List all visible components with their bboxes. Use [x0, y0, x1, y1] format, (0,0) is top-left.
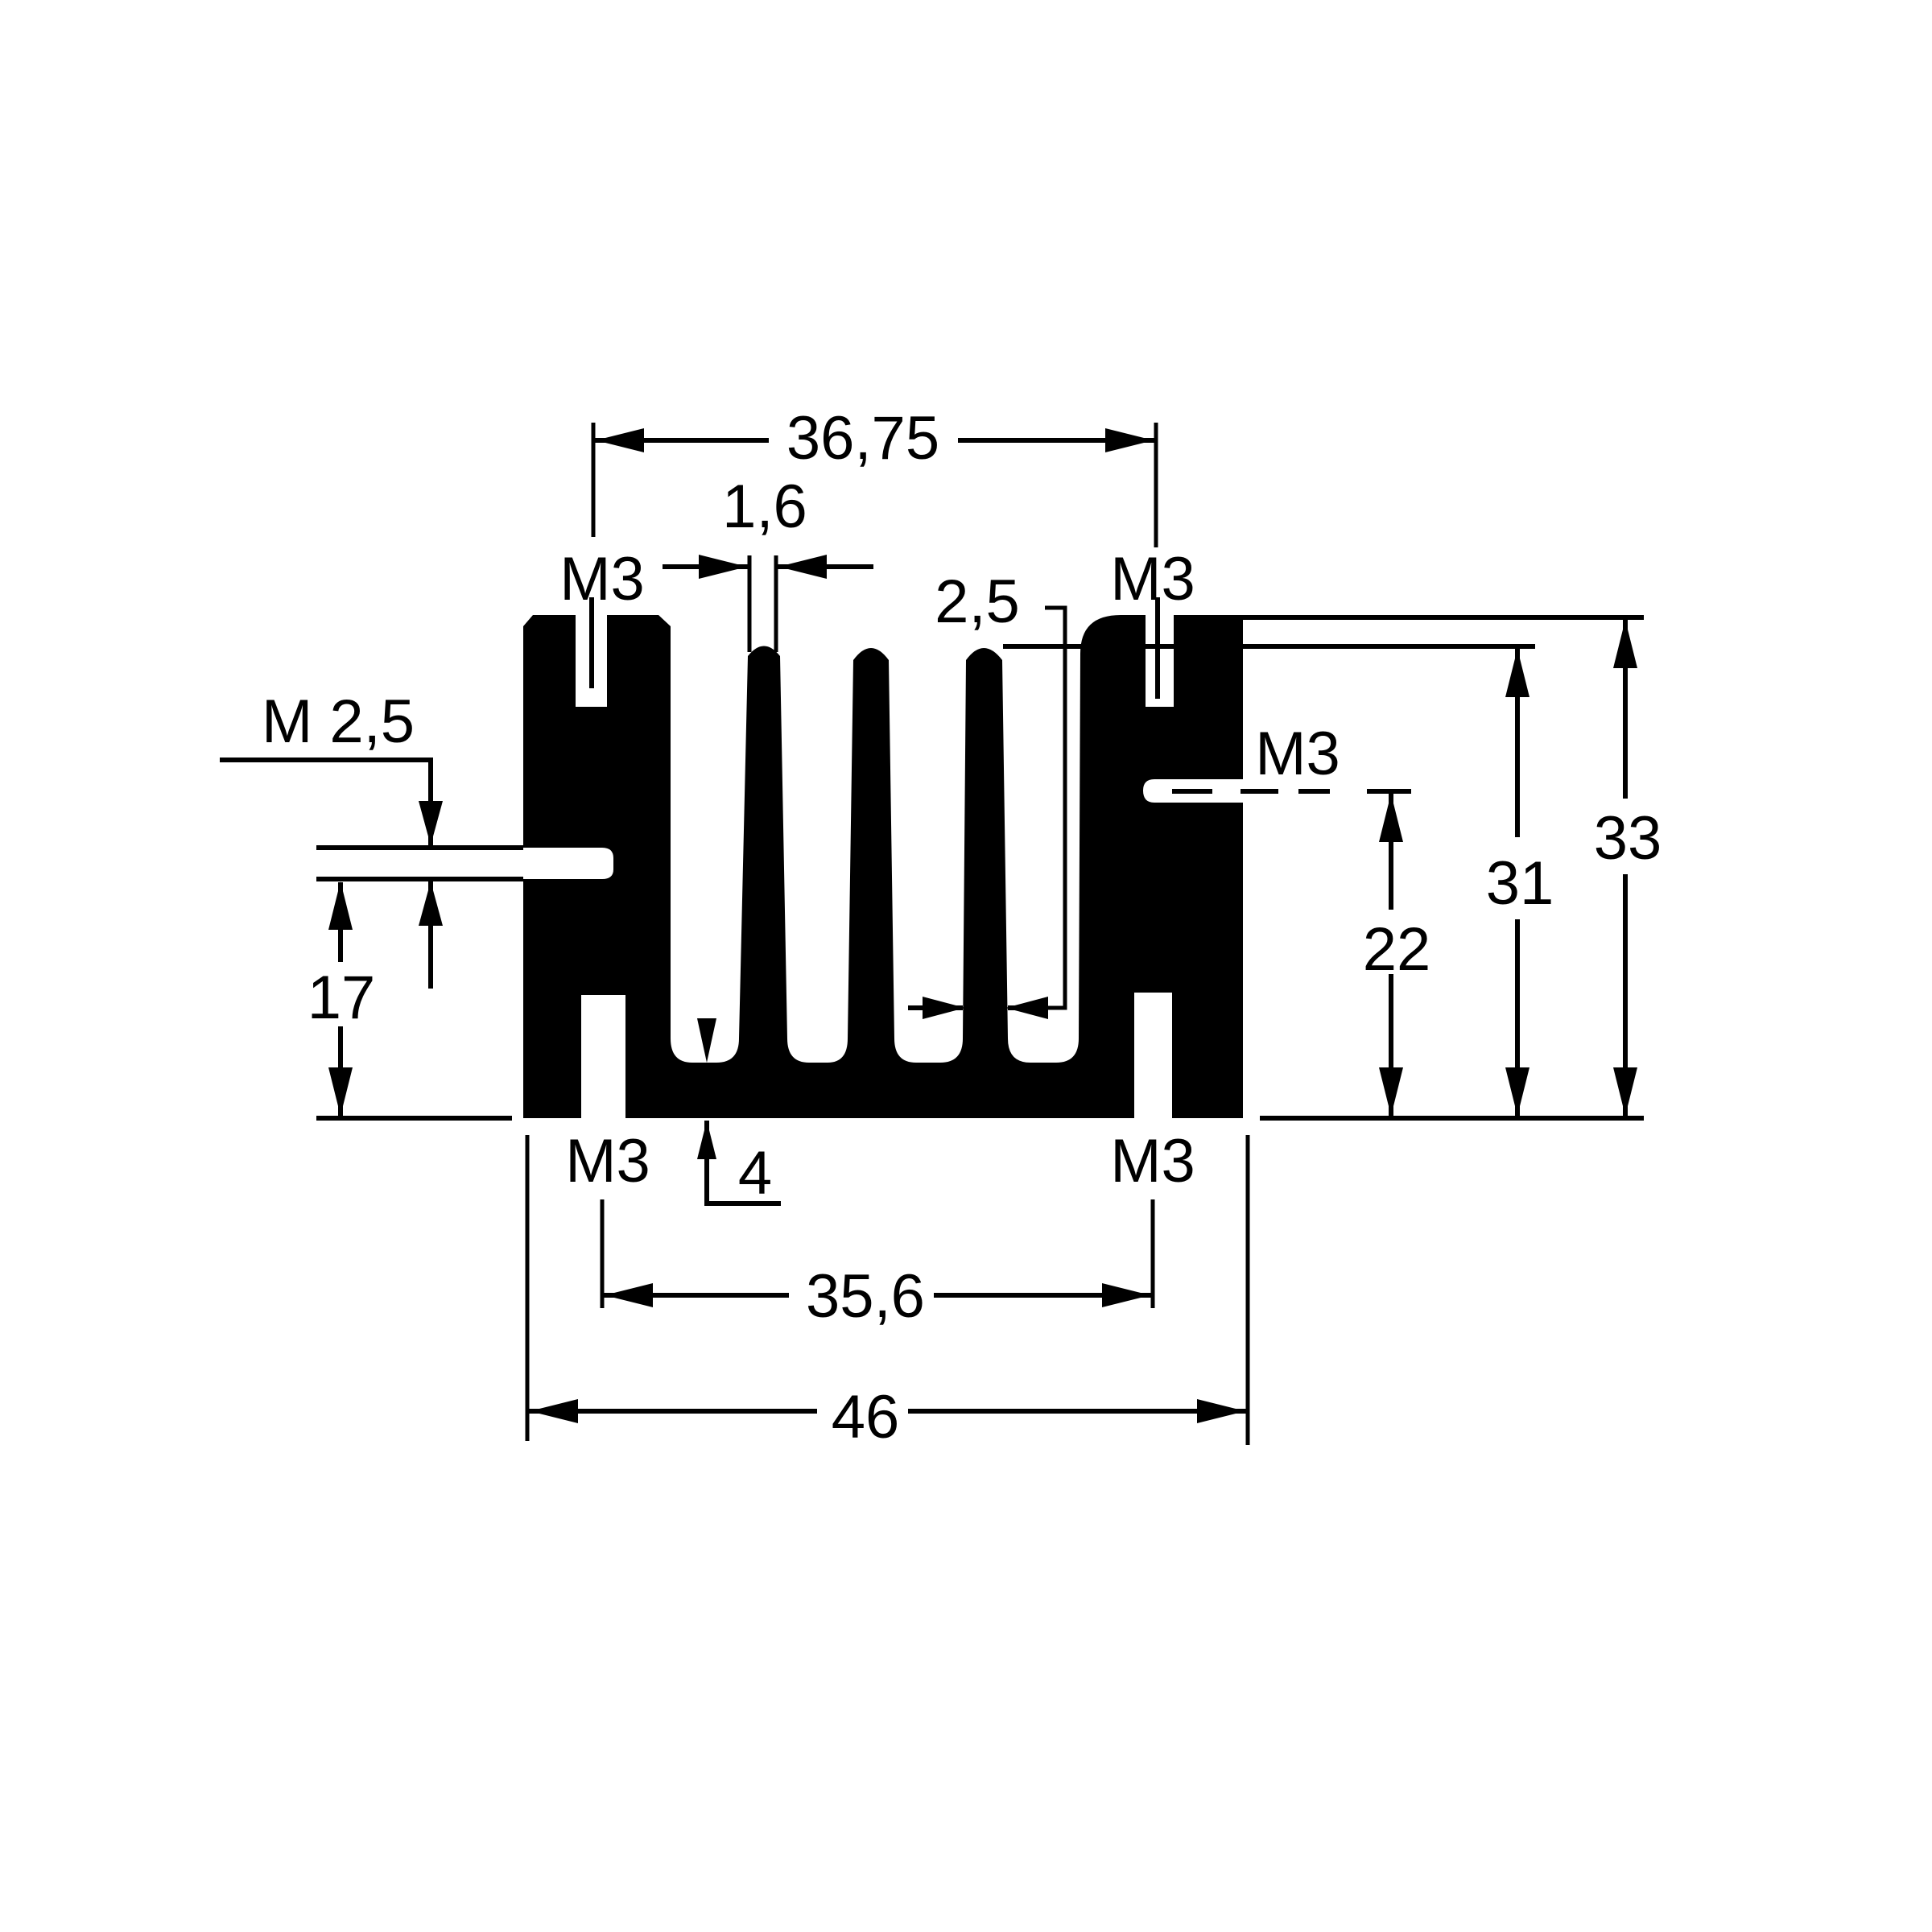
label-33: 33 [1594, 804, 1662, 873]
dimension-2-5: 2,5 [908, 568, 1067, 1019]
heatsink-body [523, 615, 1243, 1118]
label-17: 17 [308, 964, 376, 1032]
label-36-75: 36,75 [786, 404, 939, 473]
dimension-33: 33 [1243, 615, 1662, 1118]
label-1-6: 1,6 [722, 473, 807, 541]
dimension-46: 46 [525, 1135, 1250, 1451]
label-2-5: 2,5 [935, 568, 1020, 636]
dimension-4: 4 [697, 984, 781, 1208]
label-35-6: 35,6 [806, 1262, 925, 1331]
label-22: 22 [1363, 915, 1431, 984]
dimension-31: 31 [1003, 644, 1554, 1118]
slot-side-left [522, 848, 613, 879]
label-m3-bottom-left: M3 [565, 1127, 650, 1195]
dimension-1-6: 1,6 [663, 473, 873, 652]
dimension-36-75: 36,75 [591, 404, 1158, 547]
label-4: 4 [738, 1139, 772, 1208]
label-m3-side-right: M3 [1255, 720, 1340, 788]
dimension-22: 22 [1363, 789, 1431, 1118]
dimension-m2-5: M 2,5 [220, 687, 523, 989]
dimension-17: 17 [308, 881, 512, 1121]
heatsink-profile [522, 597, 1245, 1121]
dimension-35-6: 35,6 [600, 1199, 1155, 1331]
label-46: 46 [832, 1383, 900, 1451]
label-31: 31 [1486, 849, 1554, 918]
label-m2-5: M 2,5 [262, 687, 415, 756]
label-m3-top-right: M3 [1110, 545, 1195, 613]
label-m3-top-left: M3 [559, 545, 645, 613]
label-m3-bottom-right: M3 [1110, 1127, 1195, 1195]
